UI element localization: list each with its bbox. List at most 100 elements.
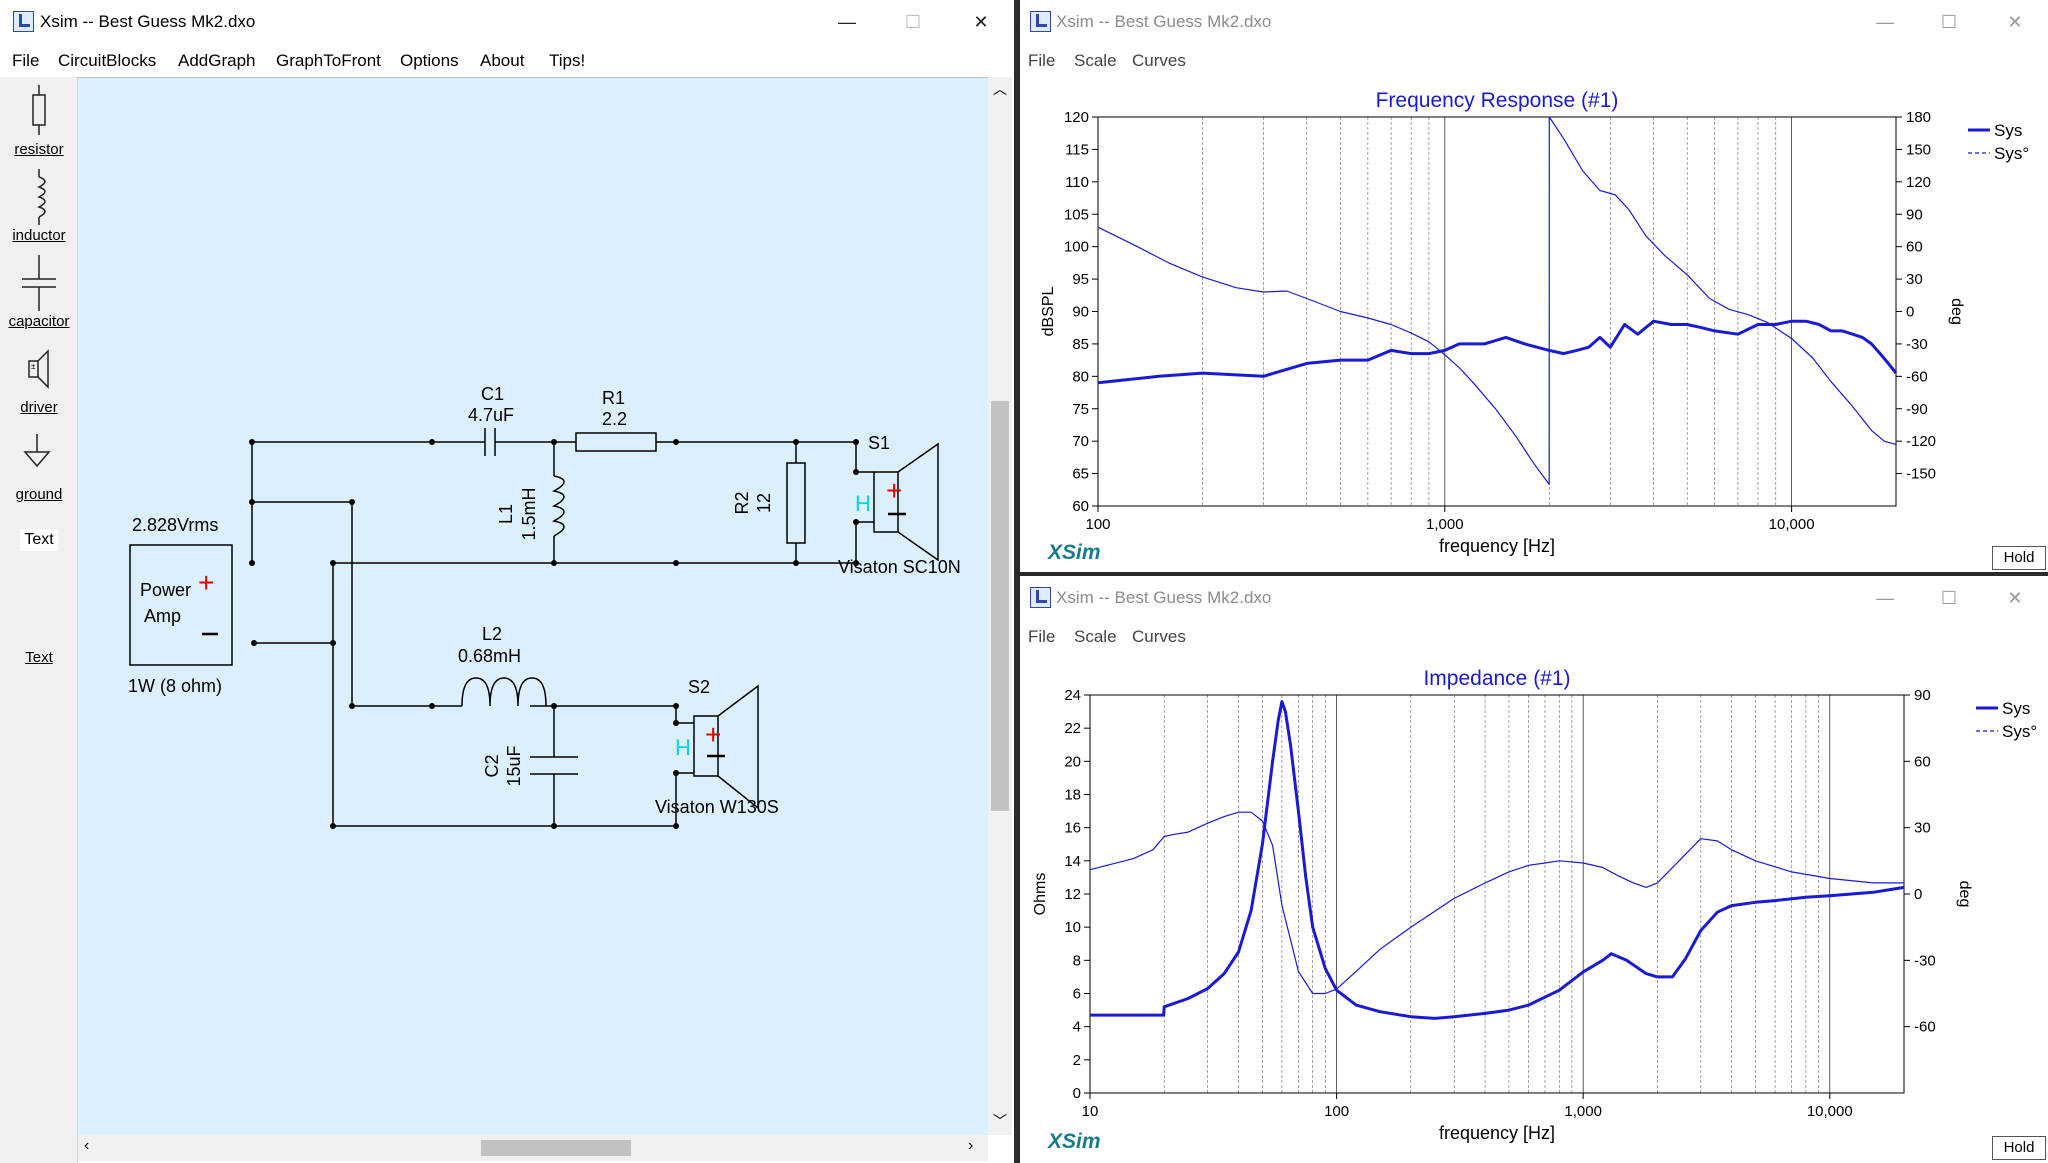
y-tick-label: 16 xyxy=(1064,820,1081,837)
tool-inductor[interactable]: inductor xyxy=(0,169,78,249)
menu-file[interactable]: File xyxy=(1028,627,1056,646)
scroll-up-arrow-icon[interactable]: ︿ xyxy=(993,81,1007,97)
close-button[interactable]: ✕ xyxy=(2007,588,2023,608)
horizontal-scrollbar[interactable]: ‹ › xyxy=(78,1135,988,1161)
menu-graphtofront[interactable]: GraphToFront xyxy=(276,51,381,70)
tool-ground[interactable]: ground xyxy=(0,432,78,512)
svg-text:H: H xyxy=(855,491,871,516)
menu-tips[interactable]: Tips! xyxy=(549,51,586,70)
schematic-titlebar[interactable]: Xsim -- Best Guess Mk2.dxo — ☐ ✕ xyxy=(0,0,1014,44)
minimize-button[interactable]: — xyxy=(1876,588,1894,608)
series-line-magnitude xyxy=(1090,700,1905,1020)
close-button[interactable]: ✕ xyxy=(973,12,989,32)
y-axis-label: dBSPL xyxy=(1040,286,1057,336)
s1-model: Visaton SC10N xyxy=(838,557,961,577)
x-tick-label: 100 xyxy=(1324,1103,1349,1120)
c2-name: C2 xyxy=(482,754,502,777)
y2-tick-label: -120 xyxy=(1906,433,1936,450)
menu-curves[interactable]: Curves xyxy=(1132,627,1186,646)
frequency-response-window: Xsim -- Best Guess Mk2.dxo — ☐ ✕ File Sc… xyxy=(1020,0,2048,572)
tool-label: ground xyxy=(15,486,63,503)
minimize-button[interactable]: — xyxy=(838,12,856,32)
menu-addgraph[interactable]: AddGraph xyxy=(178,51,256,70)
schematic-window: Xsim -- Best Guess Mk2.dxo — ☐ ✕ File Ci… xyxy=(0,0,1014,1163)
maximize-button[interactable]: ☐ xyxy=(1940,12,1958,32)
scroll-down-arrow-icon[interactable]: ﹀ xyxy=(993,1113,1007,1129)
imp-menubar: File Scale Curves xyxy=(1020,622,2048,650)
impedance-window: Xsim -- Best Guess Mk2.dxo — ☐ ✕ File Sc… xyxy=(1020,576,2048,1163)
menu-file[interactable]: File xyxy=(1028,51,1056,70)
freq-titlebar[interactable]: Xsim -- Best Guess Mk2.dxo — ☐ ✕ xyxy=(1020,0,2048,44)
menu-about[interactable]: About xyxy=(480,51,525,70)
s1-name: S1 xyxy=(868,433,890,453)
y-tick-label: 2 xyxy=(1073,1052,1081,1069)
menu-scale[interactable]: Scale xyxy=(1074,51,1117,70)
y2-tick-label: 90 xyxy=(1906,206,1923,223)
svg-text:+: + xyxy=(198,567,214,598)
y-tick-label: 100 xyxy=(1064,239,1089,256)
y2-tick-label: 0 xyxy=(1914,886,1922,903)
hold-button[interactable]: Hold xyxy=(1992,1136,2046,1160)
menu-file[interactable]: File xyxy=(12,51,40,70)
x-tick-label: 10 xyxy=(1082,1103,1099,1120)
tool-text-plain[interactable]: Text xyxy=(0,527,78,567)
svg-text:+: + xyxy=(705,719,721,750)
close-button[interactable]: ✕ xyxy=(2007,12,2023,32)
y-tick-label: 60 xyxy=(1072,498,1089,515)
horizontal-scroll-thumb[interactable] xyxy=(481,1140,631,1156)
minimize-button[interactable]: — xyxy=(1876,12,1894,32)
maximize-button[interactable]: ☐ xyxy=(904,12,922,32)
tool-driver[interactable]: ± driver xyxy=(0,345,78,425)
tool-text-underlined[interactable]: Text xyxy=(0,573,78,666)
schematic-canvas[interactable]: + + H + H C1 4.7uF R1 2.2 L1 1.5mH R2 12… xyxy=(78,77,988,1135)
x-tick-label: 1,000 xyxy=(1426,516,1464,533)
window-title: Xsim -- Best Guess Mk2.dxo xyxy=(40,12,256,31)
y-tick-label: 90 xyxy=(1072,304,1089,321)
menu-scale[interactable]: Scale xyxy=(1074,627,1117,646)
menu-circuitblocks[interactable]: CircuitBlocks xyxy=(58,51,157,70)
y-tick-label: 65 xyxy=(1072,466,1089,483)
y-tick-label: 14 xyxy=(1064,853,1081,870)
l1-name: L1 xyxy=(496,504,516,524)
y2-tick-label: -90 xyxy=(1906,401,1928,418)
polarity-marks: + + H + H xyxy=(198,475,906,760)
tool-resistor[interactable]: resistor xyxy=(0,85,78,165)
resistor-icon xyxy=(32,85,46,135)
y2-tick-label: 0 xyxy=(1906,304,1914,321)
maximize-button[interactable]: ☐ xyxy=(1940,588,1958,608)
l1-value: 1.5mH xyxy=(519,487,539,540)
imp-titlebar[interactable]: Xsim -- Best Guess Mk2.dxo — ☐ ✕ xyxy=(1020,576,2048,620)
scroll-left-arrow-icon[interactable]: ‹ xyxy=(84,1137,90,1154)
window-title: Xsim -- Best Guess Mk2.dxo xyxy=(1056,588,1272,607)
window-title: Xsim -- Best Guess Mk2.dxo xyxy=(1056,12,1272,31)
y-tick-label: 120 xyxy=(1064,109,1089,126)
legend-label: Sys° xyxy=(2002,722,2037,741)
legend-label: Sys xyxy=(1994,121,2022,140)
c1-value: 4.7uF xyxy=(468,405,514,425)
xsim-logo: XSim xyxy=(1047,541,1101,564)
y-tick-label: 85 xyxy=(1072,336,1089,353)
menu-options[interactable]: Options xyxy=(400,51,459,70)
vertical-scrollbar[interactable]: ︿ ﹀ xyxy=(988,77,1012,1135)
y2-tick-label: 60 xyxy=(1906,239,1923,256)
r2-name: R2 xyxy=(732,491,752,514)
s2-name: S2 xyxy=(688,677,710,697)
chart-title: Frequency Response (#1) xyxy=(1376,89,1619,112)
y-tick-label: 75 xyxy=(1072,401,1089,418)
scroll-right-arrow-icon[interactable]: › xyxy=(968,1137,974,1154)
y-tick-label: 95 xyxy=(1072,271,1089,288)
vertical-scroll-thumb[interactable] xyxy=(991,401,1009,811)
tool-capacitor[interactable]: capacitor xyxy=(0,255,78,335)
plot-frame xyxy=(1097,116,1897,507)
l2-value: 0.68mH xyxy=(458,646,521,666)
series-line-phase xyxy=(1089,811,1904,995)
y-tick-label: 115 xyxy=(1065,141,1089,158)
plot-window-separator xyxy=(1014,572,2048,576)
amp-power: 1W (8 ohm) xyxy=(128,676,222,696)
y2-tick-label: 150 xyxy=(1906,141,1931,158)
r2-value: 12 xyxy=(754,493,774,513)
capacitor-icon xyxy=(22,255,56,311)
menu-curves[interactable]: Curves xyxy=(1132,51,1186,70)
grid xyxy=(1097,117,1897,506)
hold-button[interactable]: Hold xyxy=(1992,546,2046,570)
